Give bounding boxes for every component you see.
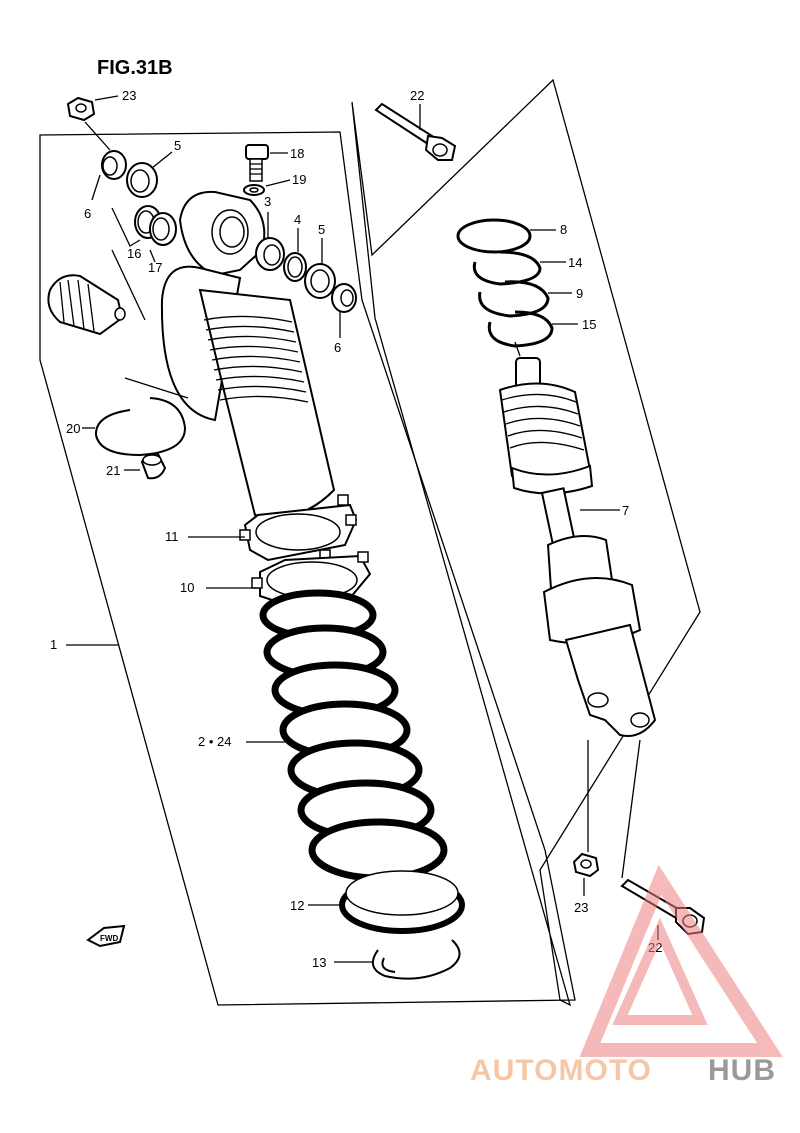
- bushing-6-left: [101, 150, 127, 180]
- watermark-text-hub: HUB: [708, 1054, 776, 1087]
- callout-16: 16: [127, 246, 141, 261]
- axis-top-left: [84, 121, 111, 151]
- assembly-boundary-damper: [351, 78, 701, 1007]
- axis-cap: [111, 249, 146, 321]
- callout-15: 15: [582, 317, 596, 332]
- callout-1: 1: [50, 637, 57, 652]
- callout-4: 4: [294, 212, 301, 227]
- callout-8: 8: [560, 222, 567, 237]
- leader-5-left: [151, 151, 173, 169]
- leader-23-top: [94, 95, 119, 101]
- screw-18: [245, 144, 269, 182]
- nut-23-bottom: [572, 852, 600, 878]
- callout-11: 11: [165, 529, 179, 544]
- callout-18: 18: [290, 146, 304, 161]
- callout-5-right: 5: [318, 222, 325, 237]
- fwd-arrow-icon: FWD: [86, 924, 126, 948]
- callout-2-24: 2 • 24: [198, 734, 231, 749]
- watermark-logo-icon: [579, 864, 783, 1057]
- watermark-text-automoto: AUTOMOTO: [470, 1054, 652, 1087]
- callout-3: 3: [264, 194, 271, 209]
- leader-19: [265, 179, 291, 187]
- ring-15: [487, 310, 554, 348]
- figure-title: FIG.31B: [97, 57, 173, 79]
- cap-21: [140, 452, 167, 480]
- oring-4: [283, 252, 307, 282]
- axis-bottom-right: [621, 739, 641, 879]
- callout-6-right: 6: [334, 340, 341, 355]
- axis-rod-top: [514, 341, 521, 357]
- bushing-3: [255, 237, 285, 271]
- callout-14: 14: [568, 255, 582, 270]
- seal-5-right: [304, 263, 336, 299]
- axis-circlip: [124, 377, 189, 399]
- circlip-20: [94, 397, 187, 457]
- coil-spring-2-24: [259, 589, 448, 882]
- upper-mount-eye: [178, 190, 266, 277]
- adjuster-nut-11: [239, 494, 358, 562]
- callout-23-top: 23: [122, 88, 136, 103]
- callout-12: 12: [290, 898, 304, 913]
- shock-body: [160, 265, 336, 519]
- callout-17: 17: [148, 260, 162, 275]
- reservoir-cap: [47, 274, 126, 336]
- stopper-13: [371, 939, 461, 980]
- ring-17: [149, 212, 177, 246]
- leader-17: [149, 249, 156, 263]
- bushing-6-right: [331, 283, 357, 313]
- callout-20: 20: [66, 421, 80, 436]
- ring-14: [472, 250, 542, 286]
- callout-21: 21: [106, 463, 120, 478]
- leader-16: [111, 207, 141, 247]
- callout-5-left: 5: [174, 138, 181, 153]
- callout-23-bottom: 23: [574, 900, 588, 915]
- ring-9: [478, 280, 550, 318]
- assembly-boundary-main: [39, 131, 576, 1006]
- damper-rod-7: [498, 357, 657, 737]
- fwd-label: FWD: [100, 934, 118, 943]
- ring-8: [456, 218, 532, 254]
- callout-19: 19: [292, 172, 306, 187]
- washer-19: [243, 184, 265, 196]
- nut-23-top: [66, 96, 96, 122]
- callout-22-top: 22: [410, 88, 424, 103]
- callout-6-left: 6: [84, 206, 91, 221]
- seal-5-left: [126, 162, 158, 198]
- spring-seat-12: [339, 870, 465, 934]
- leader-6-left: [91, 174, 101, 201]
- callout-10: 10: [180, 580, 194, 595]
- callout-9: 9: [576, 286, 583, 301]
- callout-7: 7: [622, 503, 629, 518]
- bolt-22-top: [374, 102, 457, 161]
- callout-13: 13: [312, 955, 326, 970]
